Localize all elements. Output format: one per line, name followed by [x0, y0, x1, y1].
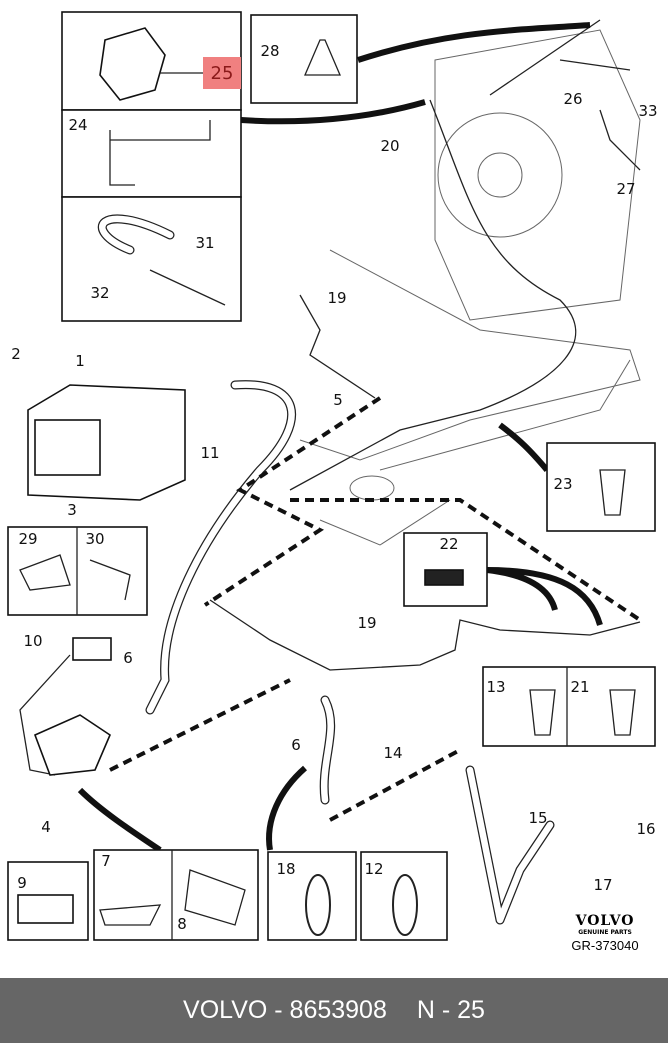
part-label-25: 25 [211, 63, 234, 84]
canister [27, 384, 186, 501]
detail-boxes [7, 11, 656, 941]
part-label-13: 13 [486, 678, 505, 696]
part-label-3: 3 [67, 501, 77, 519]
part-label-17: 17 [593, 876, 612, 894]
part-label-22: 22 [439, 535, 458, 553]
part-label-32: 32 [90, 284, 109, 302]
footer-reference: N - 25 [416, 996, 485, 1024]
part-label-9: 9 [17, 874, 27, 892]
valve-4 [33, 637, 112, 776]
diagram-code: GR-373040 [571, 938, 639, 953]
highlight-box [203, 57, 241, 89]
part-label-6: 6 [291, 736, 301, 754]
part-label-1: 1 [75, 352, 85, 370]
part-label-20: 20 [380, 137, 399, 155]
part-label-12: 12 [364, 860, 383, 878]
logo-brand: VOLVO [575, 913, 635, 929]
part-label-2: 2 [11, 345, 21, 363]
part-label-28: 28 [260, 42, 279, 60]
part-label-16: 16 [636, 820, 655, 838]
part-label-27: 27 [616, 180, 635, 198]
part-label-6: 6 [123, 649, 133, 667]
part-label-11: 11 [200, 444, 219, 462]
part-label-26: 26 [563, 90, 582, 108]
part-label-33: 33 [638, 102, 657, 120]
callout-arrows [77, 22, 603, 853]
part-label-14: 14 [383, 744, 402, 762]
dashed-hidden-lines [109, 396, 642, 822]
box-part-sketches [17, 27, 636, 936]
radiator-fan-sketch [299, 29, 641, 546]
part-label-29: 29 [18, 530, 37, 548]
logo-subtitle: GENUINE PARTS [578, 929, 632, 936]
part-label-23: 23 [553, 475, 572, 493]
part-label-5: 5 [333, 391, 343, 409]
part-label-18: 18 [276, 860, 295, 878]
part-label-21: 21 [570, 678, 589, 696]
part-label-19: 19 [327, 289, 346, 307]
part-label-15: 15 [528, 809, 547, 827]
footer-bar: VOLVO - 8653908 N - 25 [0, 978, 668, 1043]
hoses [19, 19, 641, 925]
footer-part-number: VOLVO - 8653908 [183, 996, 387, 1024]
part-label-24: 24 [68, 116, 87, 134]
part-label-4: 4 [41, 818, 51, 836]
part-label-30: 30 [85, 530, 104, 548]
volvo-logo: VOLVO GENUINE PARTS GR-373040 [560, 913, 650, 953]
part-label-7: 7 [101, 852, 111, 870]
part-label-19: 19 [357, 614, 376, 632]
part-label-10: 10 [23, 632, 42, 650]
part-label-31: 31 [195, 234, 214, 252]
part-label-8: 8 [177, 915, 187, 933]
